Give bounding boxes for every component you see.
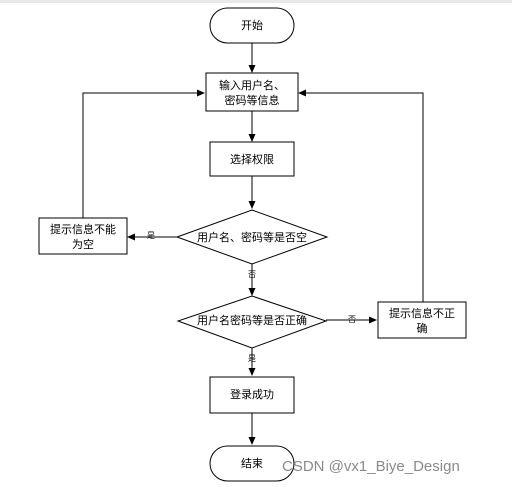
- edge-empty-msg-to-input: [82, 89, 205, 218]
- wrong-msg-line1: 提示信息不正: [389, 306, 455, 320]
- select-role-label: 选择权限: [230, 152, 274, 166]
- input-info-line1: 输入用户名、: [219, 78, 285, 92]
- input-info-box: [205, 72, 299, 112]
- empty-msg-line1: 提示信息不能: [50, 222, 116, 236]
- start-terminal: [209, 7, 295, 44]
- wrong-msg-box: [377, 301, 467, 339]
- select-role-box: [209, 141, 295, 177]
- end-label: 结束: [241, 457, 263, 470]
- top-border-line: [0, 0, 512, 3]
- edge-label-yes-1: 是: [147, 231, 155, 240]
- check-empty-decision: [175, 209, 329, 265]
- watermark-text: CSDN @vx1_Biye_Design: [282, 458, 460, 475]
- wrong-msg-line2: 确: [417, 322, 428, 335]
- check-empty-label: 用户名、密码等是否空: [197, 230, 307, 244]
- start-label: 开始: [241, 18, 263, 32]
- edge-label-yes-2: 是: [248, 354, 256, 363]
- empty-msg-line2: 为空: [72, 237, 94, 251]
- login-success-box: [209, 376, 295, 414]
- edge-wrong-msg-to-input: [298, 89, 424, 302]
- edge-label-no-2: 否: [348, 315, 356, 324]
- input-info-line2: 密码等信息: [225, 93, 280, 107]
- check-correct-label: 用户名密码等是否正确: [197, 313, 307, 327]
- end-terminal: [209, 445, 295, 482]
- edge-label-no-1: 否: [248, 270, 256, 279]
- empty-msg-box: [38, 217, 128, 255]
- check-correct-decision: [176, 295, 328, 349]
- login-success-label: 登录成功: [230, 387, 274, 401]
